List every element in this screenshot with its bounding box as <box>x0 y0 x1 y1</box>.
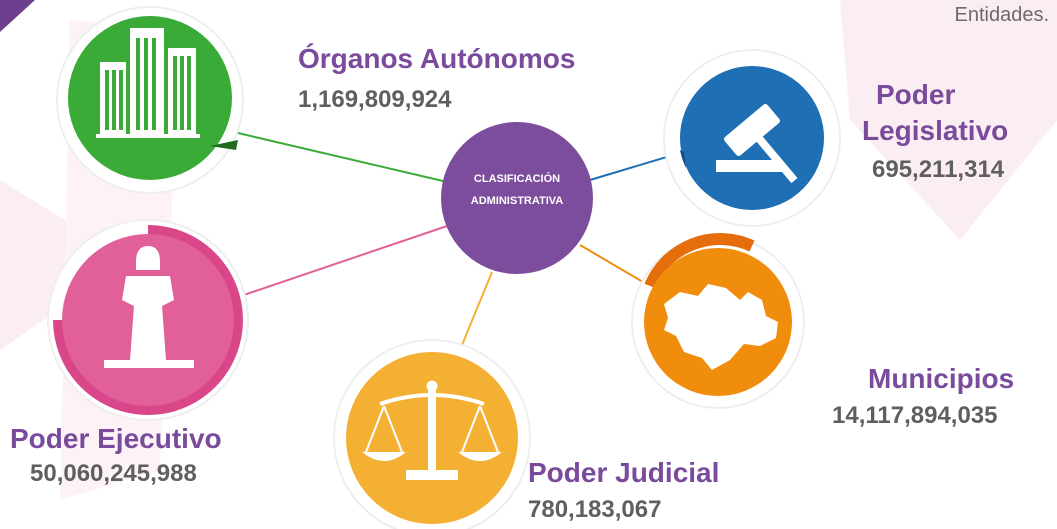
poder-legislativo-title-line2: Legislativo <box>862 115 1009 146</box>
hub-label: CLASIFICACIÓN ADMINISTRATIVA <box>442 168 592 212</box>
hub-circle <box>441 122 593 274</box>
poder-ejecutivo-value: 50,060,245,988 <box>30 460 197 487</box>
scales-icon <box>362 380 502 480</box>
hub-label-line2: ADMINISTRATIVA <box>470 195 564 207</box>
person-bust-icon <box>104 246 194 368</box>
node-poder-judicial <box>333 339 531 529</box>
connector-organos <box>224 129 461 186</box>
node-municipios <box>631 233 805 409</box>
node-poder-legislativo <box>663 49 841 227</box>
gavel-icon <box>716 104 798 184</box>
organos-autonomos-value: 1,169,809,924 <box>298 86 452 113</box>
node-organos-autonomos <box>56 6 244 194</box>
buildings-icon <box>96 28 200 138</box>
poder-judicial-value: 780,183,067 <box>528 496 662 523</box>
bg-shape-right <box>840 0 1057 240</box>
corner-caption: Entidades. <box>954 4 1049 26</box>
hub-label-line1: CLASIFICACIÓN <box>473 173 561 185</box>
corner-triangle <box>0 0 35 32</box>
poder-ejecutivo-title: Poder Ejecutivo <box>10 423 222 454</box>
municipios-title: Municipios <box>868 363 1015 394</box>
municipios-value: 14,117,894,035 <box>832 402 998 429</box>
state-map-icon <box>664 284 778 370</box>
connector-judicial <box>461 271 493 346</box>
connector-ejecutivo <box>234 224 451 299</box>
poder-legislativo-value: 695,211,314 <box>872 156 1005 183</box>
poder-judicial-title: Poder Judicial <box>528 457 720 488</box>
node-poder-ejecutivo <box>47 219 249 421</box>
organos-autonomos-title: Órganos Autónomos <box>298 43 576 74</box>
poder-legislativo-title-line1: Poder <box>876 79 956 110</box>
